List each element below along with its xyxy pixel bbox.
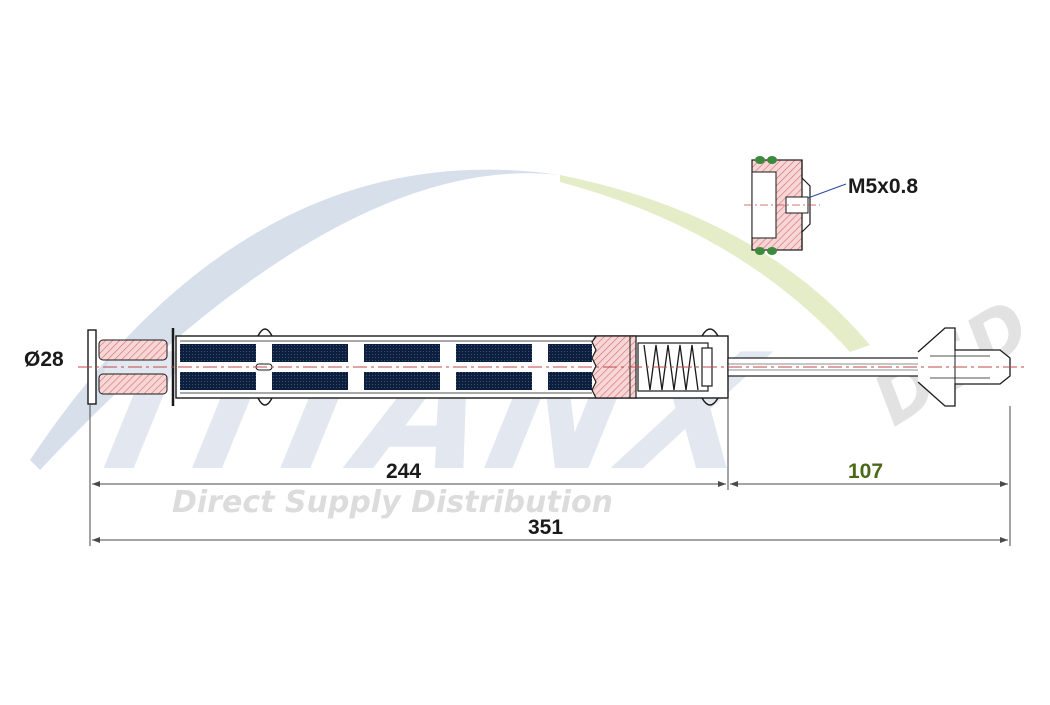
mesh-window [548, 344, 592, 362]
thread-leader-line [807, 183, 847, 199]
cap-detail: M5x0.8 [744, 156, 918, 255]
watermark-arc-blue [30, 169, 560, 470]
mesh-window [364, 344, 440, 362]
desiccant-mesh [180, 340, 592, 394]
o-ring-bottom-left [755, 247, 765, 255]
receiver-drier [78, 327, 1025, 407]
dim-probe-value: 107 [848, 460, 883, 483]
o-ring-top-right [767, 156, 777, 164]
dim-total-value: 351 [528, 516, 563, 539]
end-plug-bottom [98, 373, 168, 395]
dimensions: 244 107 351 [89, 398, 1011, 546]
mesh-window [272, 344, 348, 362]
tube-bulge-left [257, 328, 273, 406]
mesh-window [272, 372, 348, 390]
thread-label: M5x0.8 [848, 175, 918, 198]
mesh-window [180, 372, 256, 390]
spring [643, 344, 699, 391]
o-ring-bottom-right [767, 247, 777, 255]
diameter-label: Ø28 [24, 348, 64, 371]
mesh-window [180, 344, 256, 362]
dim-body-value: 244 [386, 460, 421, 483]
o-ring-top-left [755, 156, 765, 164]
mesh-window [548, 372, 592, 390]
mesh-window [456, 372, 532, 390]
tube-bulge-right [701, 328, 719, 406]
end-plug-top [98, 339, 168, 361]
watermark-tagline: Direct Supply Distribution [172, 485, 613, 520]
watermark-arc-green [560, 175, 870, 352]
mesh-window [364, 372, 440, 390]
mesh-window [456, 344, 532, 362]
